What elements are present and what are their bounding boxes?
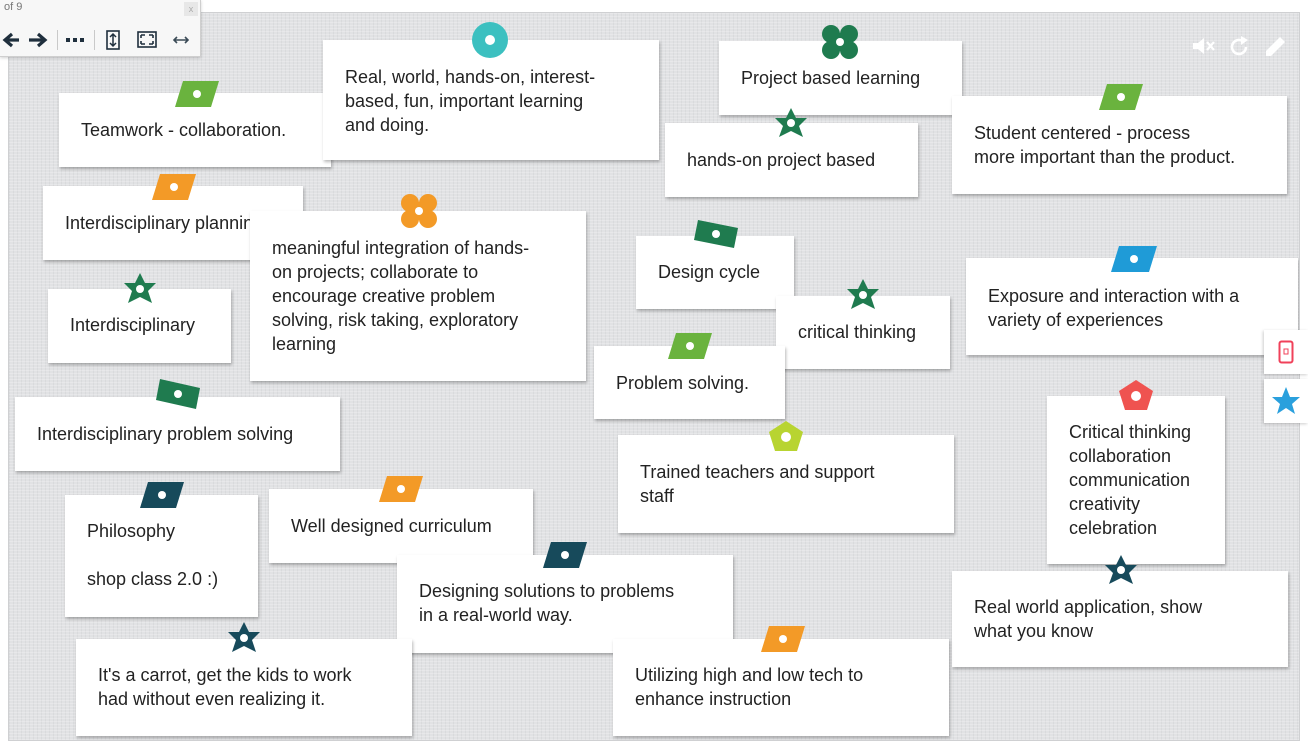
- star-icon: [1271, 386, 1301, 421]
- note-text: hands-on project based: [687, 150, 876, 170]
- note-text: Project based learning: [741, 68, 921, 88]
- note-real-world-app[interactable]: Real world application, show what you kn…: [952, 571, 1288, 667]
- tag-icon: [1098, 82, 1144, 112]
- tag-icon: [151, 172, 197, 202]
- mobile-app-button[interactable]: [1264, 330, 1308, 374]
- note-text: Designing solutions to problems in a rea…: [419, 581, 675, 625]
- star-icon: [1103, 555, 1139, 585]
- note-carrot[interactable]: It's a carrot, get the kids to work had …: [76, 639, 412, 736]
- more-icon[interactable]: [63, 27, 87, 53]
- note-critical-list[interactable]: Critical thinking collaboration communic…: [1047, 396, 1225, 564]
- note-text: critical thinking: [798, 322, 917, 342]
- close-icon[interactable]: x: [184, 2, 198, 16]
- tag-icon: [174, 79, 220, 109]
- note-text: Well designed curriculum: [291, 516, 492, 536]
- note-text: Interdisciplinary problem solving: [37, 424, 294, 444]
- note-text: Teamwork - collaboration.: [81, 120, 287, 140]
- note-design-cycle[interactable]: Design cycle: [636, 236, 794, 309]
- arrow-right-icon[interactable]: [26, 27, 50, 53]
- ticket-icon: [154, 377, 202, 411]
- pentagon-icon: [768, 420, 804, 452]
- favorite-button[interactable]: [1264, 379, 1308, 423]
- note-text: Exposure and interaction with a variety …: [988, 286, 1240, 330]
- fit-height-icon[interactable]: [102, 27, 124, 53]
- note-text: Critical thinking collaboration communic…: [1069, 422, 1192, 538]
- note-text: Interdisciplinary: [70, 315, 196, 335]
- note-hands-on[interactable]: hands-on project based: [665, 123, 918, 197]
- flower-icon: [399, 193, 439, 229]
- toolbar-buttons: [0, 27, 200, 53]
- note-interdisciplinary[interactable]: Interdisciplinary: [48, 289, 231, 363]
- note-text: Interdisciplinary planning: [65, 213, 264, 233]
- note-text: Student centered - process more importan…: [974, 123, 1236, 167]
- note-interdisciplinary-problem[interactable]: Interdisciplinary problem solving: [15, 397, 340, 471]
- note-text: It's a carrot, get the kids to work had …: [98, 665, 352, 709]
- circle-icon: [471, 21, 509, 59]
- note-philosophy[interactable]: Philosophy shop class 2.0 :): [65, 495, 258, 617]
- note-text: Utilizing high and low tech to enhance i…: [635, 665, 864, 709]
- note-trained-teachers[interactable]: Trained teachers and support staff: [618, 435, 954, 533]
- note-text: meaningful integration of hands- on proj…: [272, 238, 530, 354]
- star-icon: [122, 273, 158, 305]
- star-icon: [226, 622, 262, 654]
- note-text: Real, world, hands-on, interest- based, …: [345, 67, 596, 135]
- flower-icon: [820, 24, 860, 60]
- ticket-icon: [692, 218, 740, 250]
- note-text: Real world application, show what you kn…: [974, 597, 1203, 641]
- pentagon-icon: [1118, 379, 1154, 411]
- fit-width-icon[interactable]: [170, 27, 192, 53]
- tag-icon: [542, 540, 588, 570]
- page-count: of 9: [4, 1, 23, 13]
- note-exposure[interactable]: Exposure and interaction with a variety …: [966, 258, 1298, 355]
- note-text: Design cycle: [658, 262, 761, 282]
- pencil-icon[interactable]: [1263, 35, 1287, 64]
- tag-icon: [760, 624, 806, 654]
- arrow-left-icon[interactable]: [0, 27, 22, 53]
- note-text: Philosophy shop class 2.0 :): [87, 521, 219, 589]
- note-meaningful[interactable]: meaningful integration of hands- on proj…: [250, 211, 586, 381]
- note-designing-solutions[interactable]: Designing solutions to problems in a rea…: [397, 555, 733, 653]
- refresh-icon[interactable]: [1227, 35, 1251, 64]
- fullscreen-icon[interactable]: [134, 27, 160, 53]
- sound-off-icon[interactable]: [1191, 35, 1217, 62]
- padlet-board: Teamwork - collaboration. Real, world, h…: [8, 12, 1300, 741]
- note-text: Problem solving.: [616, 373, 750, 393]
- note-tech[interactable]: Utilizing high and low tech to enhance i…: [613, 639, 949, 736]
- tag-icon: [378, 474, 424, 504]
- pdf-toolbar: of 9 x: [0, 0, 201, 57]
- note-project-based[interactable]: Project based learning: [719, 41, 962, 115]
- note-critical-thinking[interactable]: critical thinking: [776, 296, 950, 369]
- mobile-icon: [1278, 340, 1294, 369]
- note-student-centered[interactable]: Student centered - process more importan…: [952, 96, 1287, 194]
- star-icon: [845, 279, 881, 311]
- tag-icon: [667, 331, 713, 361]
- star-icon: [773, 108, 809, 140]
- tag-icon: [1110, 244, 1158, 274]
- note-real-world[interactable]: Real, world, hands-on, interest- based, …: [323, 40, 659, 160]
- tag-icon: [139, 480, 185, 510]
- note-text: Trained teachers and support staff: [640, 462, 875, 506]
